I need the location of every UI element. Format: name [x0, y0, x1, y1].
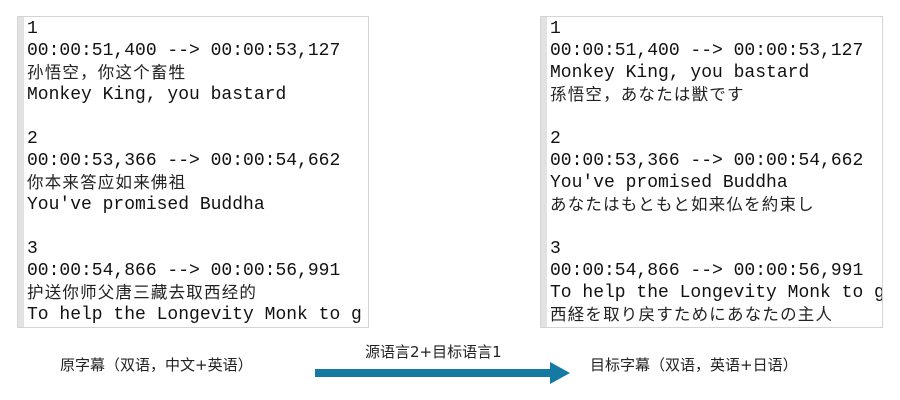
subtitle-line: 西経を取り戻すためにあなたの主人 [550, 305, 834, 324]
subtitle-line: 00:00:51,400 --> 00:00:53,127 [27, 41, 341, 61]
subtitle-line: 3 [550, 239, 561, 259]
subtitle-line: 孫悟空，あなたは獣です [550, 85, 745, 104]
subtitle-line: 00:00:53,366 --> 00:00:54,662 [550, 151, 864, 171]
subtitle-line: 1 [27, 19, 38, 39]
subtitle-line: 你本来答应如来佛祖 [27, 173, 187, 192]
subtitle-line: 1 [550, 19, 561, 39]
subtitle-line: 护送你师父唐三藏去取西经的 [27, 283, 258, 302]
subtitle-line: 2 [550, 129, 561, 149]
subtitle-line: 00:00:53,366 --> 00:00:54,662 [27, 151, 341, 171]
subtitle-line: 2 [27, 129, 38, 149]
subtitle-line: To help the Longevity Monk to g [550, 283, 883, 303]
subtitle-line: Monkey King, you bastard [27, 85, 287, 105]
subtitle-line: You've promised Buddha [550, 173, 788, 193]
gutter [541, 17, 547, 327]
subtitle-line [27, 216, 362, 238]
subtitle-line: 00:00:54,866 --> 00:00:56,991 [550, 261, 864, 281]
subtitle-line: あなたはもともと如来仏を約束し [550, 195, 815, 214]
source-label: 原字幕（双语，中文+英语） [60, 356, 253, 374]
subtitle-line [27, 106, 362, 128]
subtitle-line: 3 [27, 239, 38, 259]
subtitle-line: 00:00:51,400 --> 00:00:53,127 [550, 41, 864, 61]
gutter [18, 17, 24, 327]
subtitle-line: Monkey King, you bastard [550, 63, 810, 83]
target-label: 目标字幕（双语，英语+日语） [590, 356, 798, 374]
subtitle-line [550, 106, 882, 128]
subtitle-line [550, 216, 882, 238]
arrow-label: 源语言2+目标语言1 [365, 343, 502, 361]
subtitle-line: 00:00:54,866 --> 00:00:56,991 [27, 261, 341, 281]
subtitle-line: You've promised Buddha [27, 195, 265, 215]
arrow-icon [315, 362, 570, 384]
subtitle-line: To help the Longevity Monk to g [27, 305, 362, 325]
subtitle-line: 孙悟空，你这个畜牲 [27, 63, 187, 82]
